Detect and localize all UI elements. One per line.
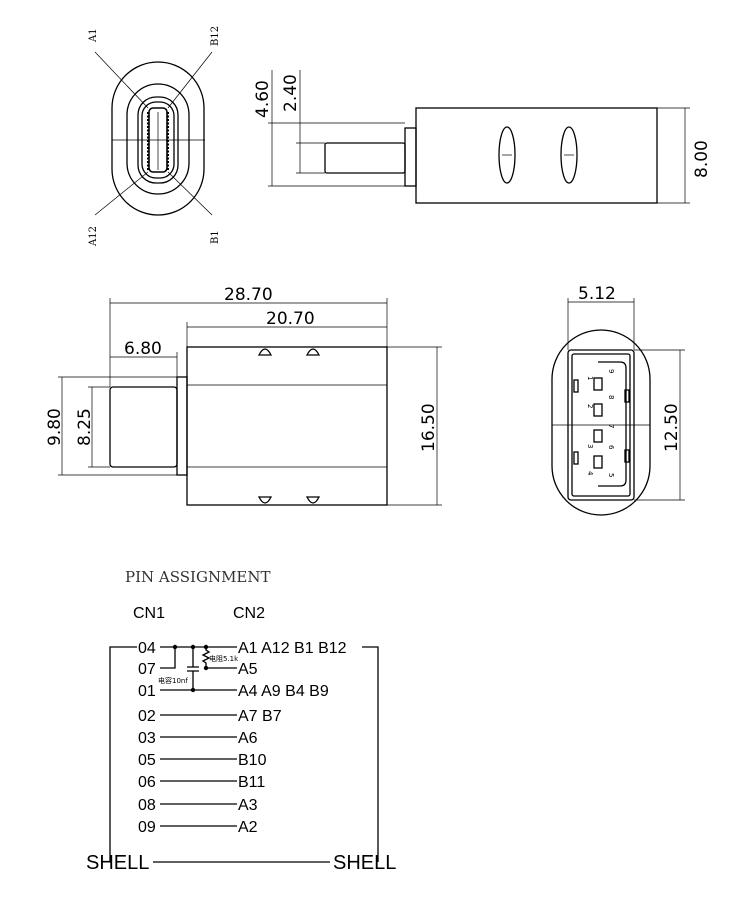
cn2-pin: A6	[238, 730, 258, 747]
pin-6: 6	[607, 445, 615, 450]
cn1-pin: 03	[138, 730, 156, 747]
pin-5: 5	[607, 473, 615, 477]
cn1-pin: 04	[138, 640, 156, 657]
usba-end-view: 1 2 3 4 5 6 7 8 9 5.12 12.50	[551, 284, 685, 516]
pin-assignment: PIN ASSIGNMENT CN1 CN2 电阻5.1k 电容10nf 04 …	[86, 568, 396, 874]
cn2-pin: A4 A9 B4 B9	[238, 683, 329, 700]
pin-3: 3	[586, 444, 594, 448]
pin-4: 4	[586, 471, 594, 476]
cn1-pin: 02	[138, 708, 156, 725]
cn2-header: CN2	[233, 605, 265, 622]
cn1-pin: 08	[138, 797, 156, 814]
dim-8-00: 8.00	[692, 140, 712, 178]
dim-9-80: 9.80	[45, 408, 65, 446]
cn1-header: CN1	[133, 605, 165, 622]
capacitor-label: 电容10nf	[158, 676, 188, 685]
cn2-pin: B11	[238, 774, 265, 791]
cn2-pin: A7 B7	[238, 708, 282, 725]
cn1-pin: 09	[138, 819, 156, 836]
pin-1: 1	[586, 376, 594, 380]
dim-8-25: 8.25	[75, 408, 95, 446]
side-view: 4.60 2.40 8.00	[253, 70, 712, 204]
cn2-pin: A3	[238, 797, 258, 814]
pin-label-a1: A1	[88, 28, 99, 43]
pin-label-b1: B1	[210, 230, 221, 244]
cn1-pin: 06	[138, 774, 156, 791]
shell-left: SHELL	[86, 852, 149, 874]
pin-7: 7	[607, 424, 615, 428]
cn2-pin: A2	[238, 819, 258, 836]
shell-right: SHELL	[333, 852, 396, 874]
cn2-pin: A1 A12 B1 B12	[238, 640, 347, 657]
cn2-pin: A5	[238, 661, 258, 678]
dim-20-70: 20.70	[266, 309, 315, 329]
cn1-pin: 05	[138, 752, 156, 769]
dim-2-40: 2.40	[281, 74, 301, 112]
dim-4-60: 4.60	[253, 80, 273, 118]
pin-9: 9	[607, 369, 615, 373]
pin-assignment-title: PIN ASSIGNMENT	[125, 568, 271, 586]
pin-label-a12: A12	[88, 226, 99, 247]
pin-label-b12: B12	[210, 26, 221, 46]
dim-28-70: 28.70	[224, 285, 273, 305]
pin-2: 2	[586, 404, 594, 408]
dim-6-80: 6.80	[124, 339, 162, 359]
pin-8: 8	[607, 395, 615, 399]
typec-end-view: A1 B12 A12 B1	[88, 26, 221, 247]
cn1-pin: 07	[138, 661, 156, 678]
dim-5-12: 5.12	[578, 284, 616, 304]
resistor-label: 电阻5.1k	[209, 654, 239, 663]
dim-12-50: 12.50	[662, 403, 682, 452]
cn1-pin: 01	[138, 683, 156, 700]
dim-16-50: 16.50	[419, 403, 439, 452]
top-view: 28.70 20.70 6.80 9.80 8.25 16.50	[45, 285, 442, 506]
cn2-pin: B10	[238, 752, 267, 769]
